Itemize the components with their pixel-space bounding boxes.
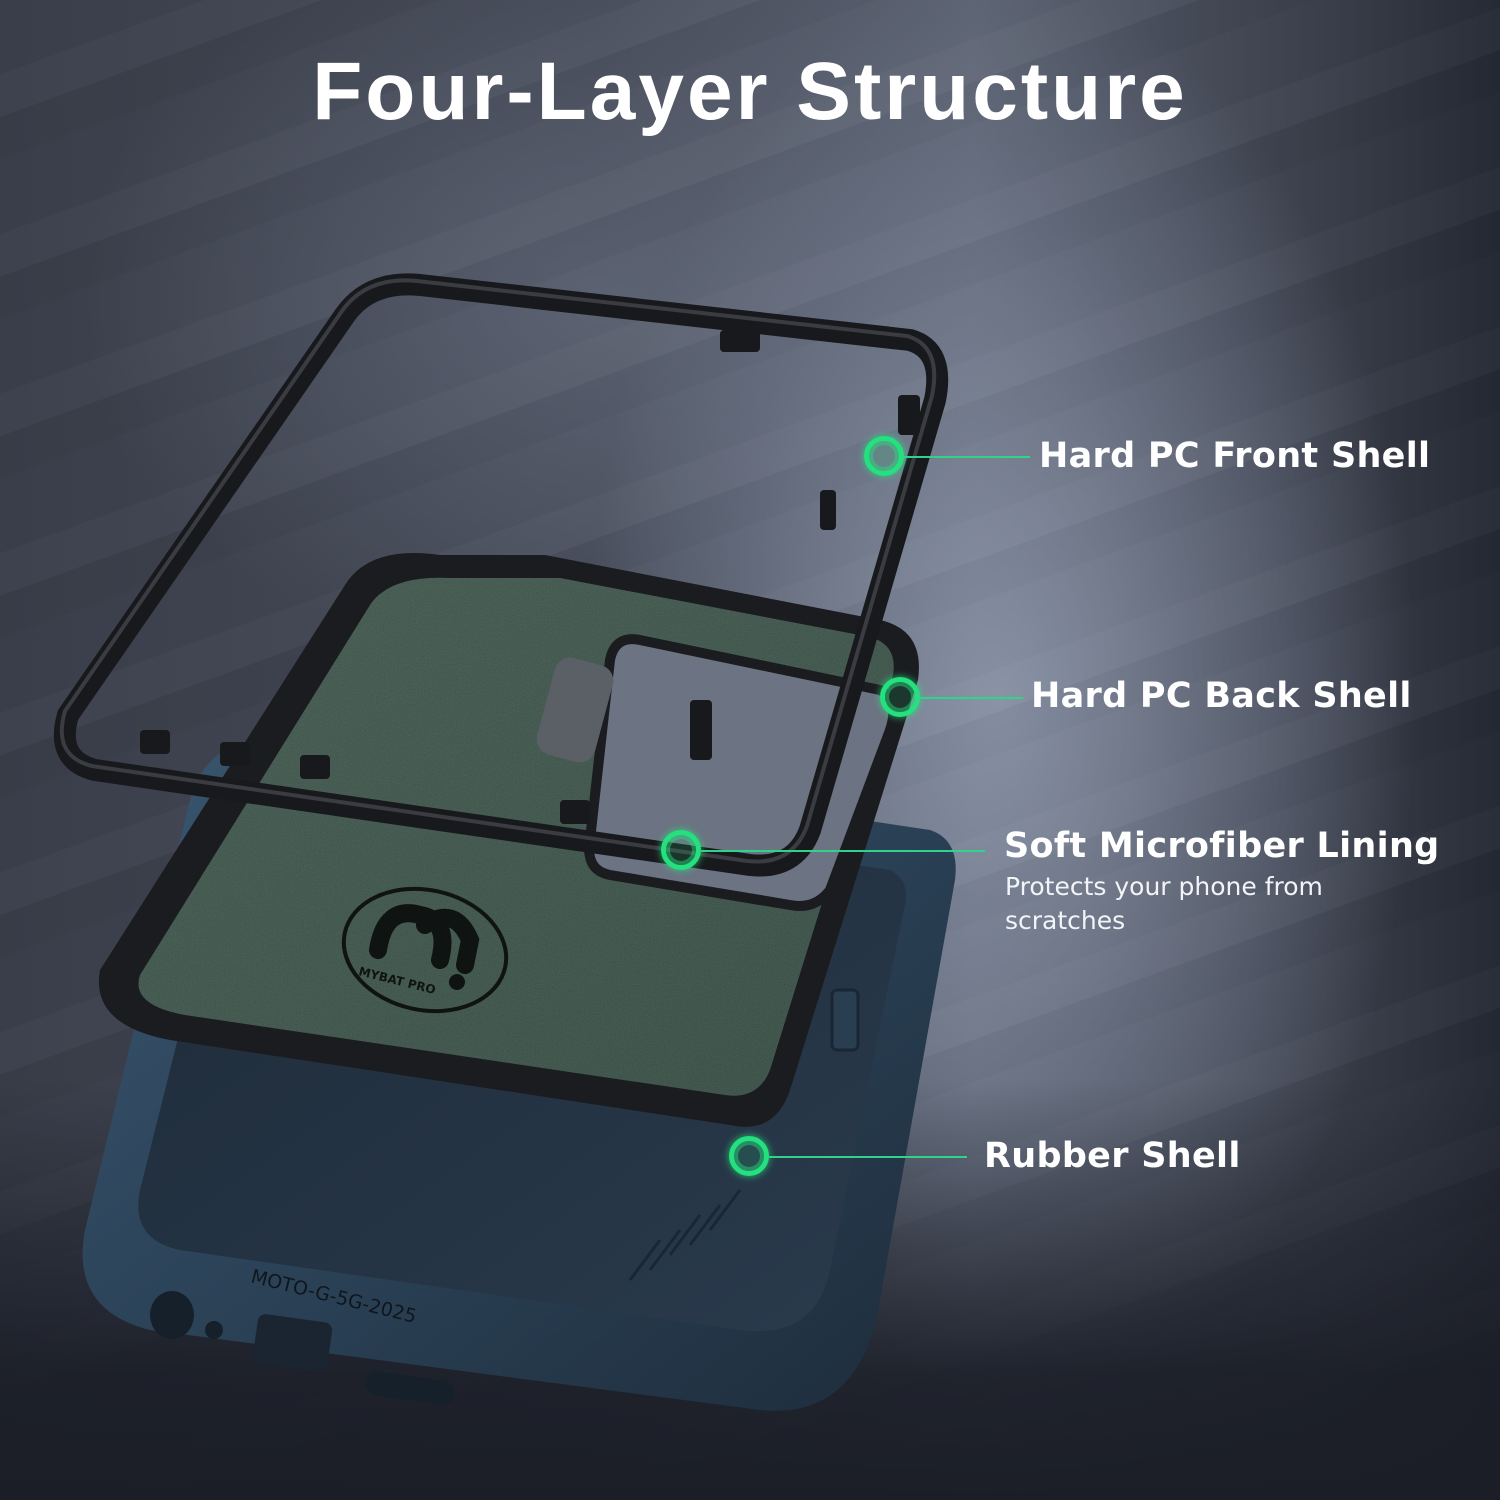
callout-marker-rubber-shell bbox=[729, 1136, 769, 1176]
page-title: Four-Layer Structure bbox=[312, 46, 1188, 137]
callout-label-back-shell: Hard PC Back Shell bbox=[1031, 676, 1412, 716]
callout-marker-front-shell bbox=[864, 436, 904, 476]
callout-line-back-shell bbox=[920, 697, 1023, 699]
callout-label-front-shell: Hard PC Front Shell bbox=[1039, 436, 1431, 476]
callout-description-microfiber-lining: Protects your phone from scratches bbox=[1005, 872, 1323, 935]
callout-marker-microfiber-lining bbox=[661, 830, 701, 870]
callout-label-rubber-shell: Rubber Shell bbox=[984, 1136, 1241, 1176]
callout-label-microfiber-lining: Soft Microfiber Lining bbox=[1004, 826, 1440, 866]
callout-marker-back-shell bbox=[880, 677, 920, 717]
callout-line-rubber-shell bbox=[769, 1156, 967, 1158]
callout-line-microfiber-lining bbox=[701, 850, 985, 852]
callout-line-front-shell bbox=[904, 456, 1030, 458]
front-shell-layer bbox=[53, 273, 949, 877]
